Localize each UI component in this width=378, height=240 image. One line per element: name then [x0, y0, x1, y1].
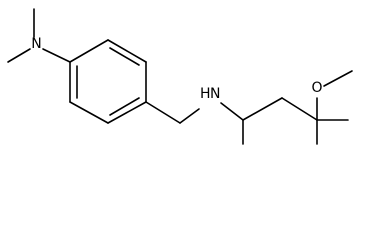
ring-double-bond-bottom [109, 97, 140, 116]
bond-n-aryl [42, 48, 71, 63]
benzene-ring [69, 39, 147, 124]
atom-label-o-ether: O [311, 80, 322, 96]
bond-ch-ch2 [242, 97, 283, 121]
ring-bond-2 [69, 101, 109, 124]
ring-bond-5 [107, 39, 147, 63]
methoxy-methylbutyl-chain: O [220, 70, 353, 145]
dimethylamino-group: N [7, 8, 71, 63]
ring-bond-3 [107, 101, 147, 124]
bond-ring-ch2 [145, 101, 181, 124]
ring-bond-6 [69, 39, 109, 63]
ring-double-bond-top [109, 47, 140, 66]
bond-ch2-cq [281, 97, 318, 121]
structural-formula: N H N O [7, 8, 353, 145]
atom-label-nh-n: N [210, 86, 220, 102]
atom-label-n-dimethylamino: N [31, 36, 41, 52]
benzyl-amine-linker: H N [145, 86, 220, 124]
bond-n-methyl-left [7, 48, 31, 63]
atom-label-nh-h: H [200, 86, 211, 102]
bond-o-methyl [323, 70, 353, 87]
bond-ch2-nh [179, 108, 200, 124]
bond-nh-ch [220, 102, 244, 121]
